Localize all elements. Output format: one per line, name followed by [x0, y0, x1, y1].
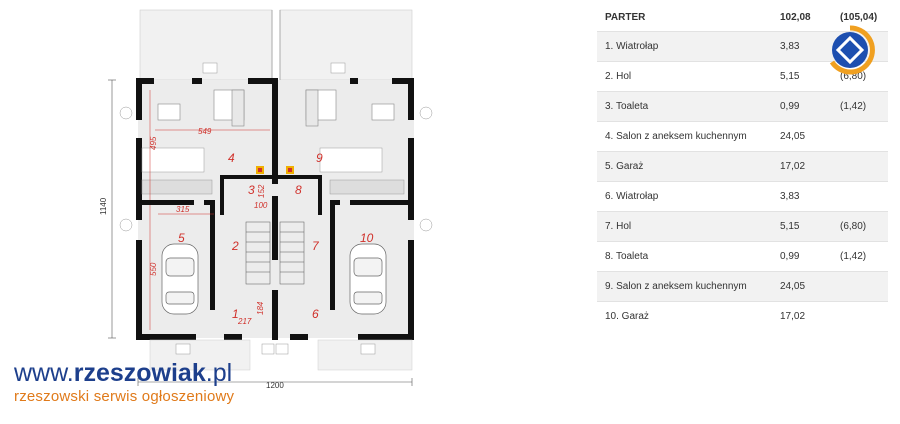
dim-width-total: 1200: [266, 381, 284, 390]
watermark-suffix: .pl: [205, 359, 233, 387]
dim-152: 152: [257, 184, 266, 198]
room-num-7: 7: [312, 239, 320, 253]
dim-495: 495: [149, 136, 158, 150]
floor-plan-drawing: 1 2 3 4 5 6 7 8 9 10 1200 1140 549 495 3…: [99, 9, 433, 390]
watermark-prefix: www.: [14, 359, 74, 387]
room-num-4: 4: [228, 151, 235, 165]
room-num-3: 3: [248, 183, 255, 197]
watermark-tagline: rzeszowski serwis ogłoszeniowy: [14, 388, 235, 405]
dim-height-total: 1140: [99, 197, 108, 215]
room-num-6: 6: [312, 307, 319, 321]
dim-315: 315: [176, 205, 190, 214]
table-header-row: PARTER 102,08 (105,04): [597, 4, 888, 32]
dim-100: 100: [254, 201, 268, 210]
room-num-2: 2: [231, 239, 239, 253]
dim-549: 549: [198, 127, 212, 136]
header-label: PARTER: [605, 12, 646, 23]
room-num-1: 1: [232, 307, 239, 321]
header-value: 102,08: [780, 12, 811, 23]
dim-217: 217: [237, 317, 252, 326]
dim-184: 184: [256, 301, 265, 315]
dim-550: 550: [149, 262, 158, 276]
floor-plan: 1 2 3 4 5 6 7 8 9 10 1200 1140 549 495 3…: [99, 9, 433, 390]
room-num-10: 10: [360, 231, 374, 245]
site-watermark: www.rzeszowiak.pl rzeszowski serwis ogło…: [14, 360, 234, 405]
room-num-9: 9: [316, 151, 323, 165]
site-logo: [824, 24, 876, 76]
room-num-5: 5: [178, 231, 185, 245]
watermark-domain: www.rzeszowiak.pl: [14, 360, 234, 386]
header-extra: (105,04): [840, 12, 878, 23]
watermark-brand: rzeszowiak: [73, 359, 206, 387]
room-num-8: 8: [295, 183, 302, 197]
